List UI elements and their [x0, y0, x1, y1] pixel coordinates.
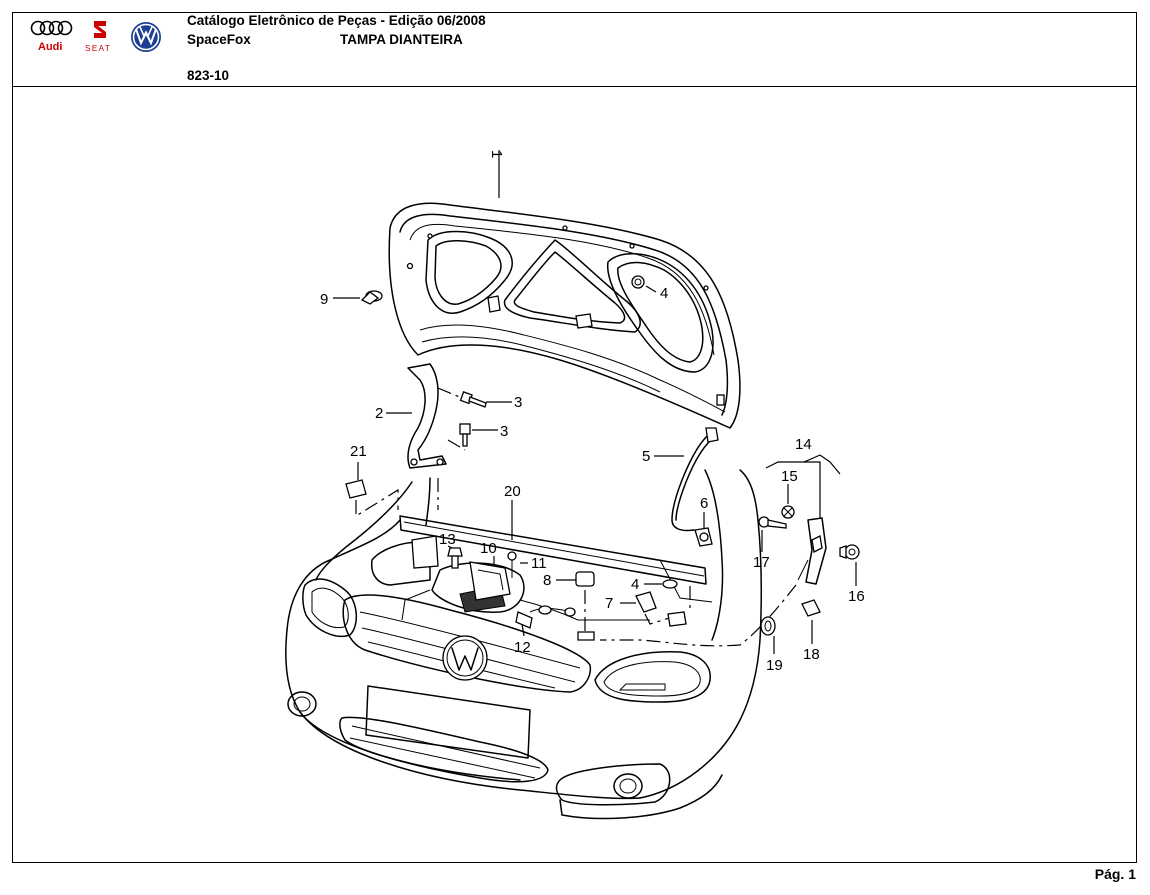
screw-11 — [507, 551, 517, 578]
seat-logo: SEAT — [85, 21, 111, 53]
vw-logo — [131, 22, 161, 52]
group-name: TAMPA DIANTEIRA — [340, 32, 463, 47]
callout-15: 15 — [781, 468, 798, 485]
brand-logos: Audi SEAT — [30, 20, 161, 53]
car-front-body — [285, 469, 763, 820]
callout-8: 8 — [543, 572, 551, 589]
buffer-8 — [575, 571, 595, 641]
clip-18 — [801, 599, 821, 617]
callout-16: 16 — [848, 588, 865, 605]
hood-hinge — [407, 363, 466, 510]
bump-stop-9 — [360, 290, 383, 305]
callout-7: 7 — [605, 595, 613, 612]
callout-6: 6 — [700, 495, 708, 512]
callout-4-lower: 4 — [631, 576, 639, 593]
cable-12 — [515, 605, 576, 629]
page-frame — [12, 12, 1137, 863]
callout-11: 11 — [531, 555, 547, 572]
leader-lines — [333, 150, 857, 654]
bolt-3-lower — [459, 423, 471, 447]
callout-4-upper: 4 — [660, 285, 668, 302]
callout-19: 19 — [766, 657, 783, 674]
clip-21 — [345, 479, 399, 518]
callout-3-upper: 3 — [514, 394, 522, 411]
callout-13: 13 — [439, 531, 456, 548]
callout-12: 12 — [514, 639, 531, 656]
callout-3-lower: 3 — [500, 423, 508, 440]
seat-logo-text: SEAT — [85, 44, 111, 53]
header-divider — [12, 86, 1137, 87]
callout-14: 14 — [795, 436, 812, 453]
grommet-4-upper — [631, 275, 645, 289]
lock-10 — [469, 561, 511, 601]
bracket-6 — [694, 527, 713, 547]
hood-panel — [388, 202, 741, 429]
callouts: 1 2 3 3 4 4 5 6 7 8 9 10 11 12 13 14 15 … — [320, 150, 865, 674]
callout-18: 18 — [803, 646, 820, 663]
model-name: SpaceFox — [187, 32, 251, 47]
grommet-4-lower — [662, 579, 691, 610]
audi-logo-text: Audi — [38, 41, 62, 53]
release-cable-14 — [600, 517, 827, 647]
callout-9: 9 — [320, 291, 328, 308]
bolt-3-upper — [459, 391, 487, 408]
hood-stay-rod — [671, 427, 719, 532]
screw-13 — [447, 547, 463, 569]
page-number: Pág. 1 — [1094, 866, 1136, 882]
grommet-16 — [839, 544, 860, 560]
callout-21: 21 — [350, 443, 367, 460]
clip-15 — [781, 505, 795, 519]
callout-5: 5 — [642, 448, 650, 465]
lever-7 — [635, 591, 687, 627]
callout-17: 17 — [753, 554, 770, 571]
callout-2: 2 — [375, 405, 383, 422]
callout-20: 20 — [504, 483, 521, 500]
callout-10: 10 — [480, 540, 497, 557]
screw-17 — [758, 516, 787, 529]
catalog-title: Catálogo Eletrônico de Peças - Edição 06… — [187, 13, 486, 28]
page-code: 823-10 — [187, 68, 230, 83]
seal-strip — [399, 515, 713, 603]
callout-1: 1 — [488, 150, 505, 158]
handle-19 — [760, 616, 776, 636]
audi-logo: Audi — [30, 20, 73, 53]
